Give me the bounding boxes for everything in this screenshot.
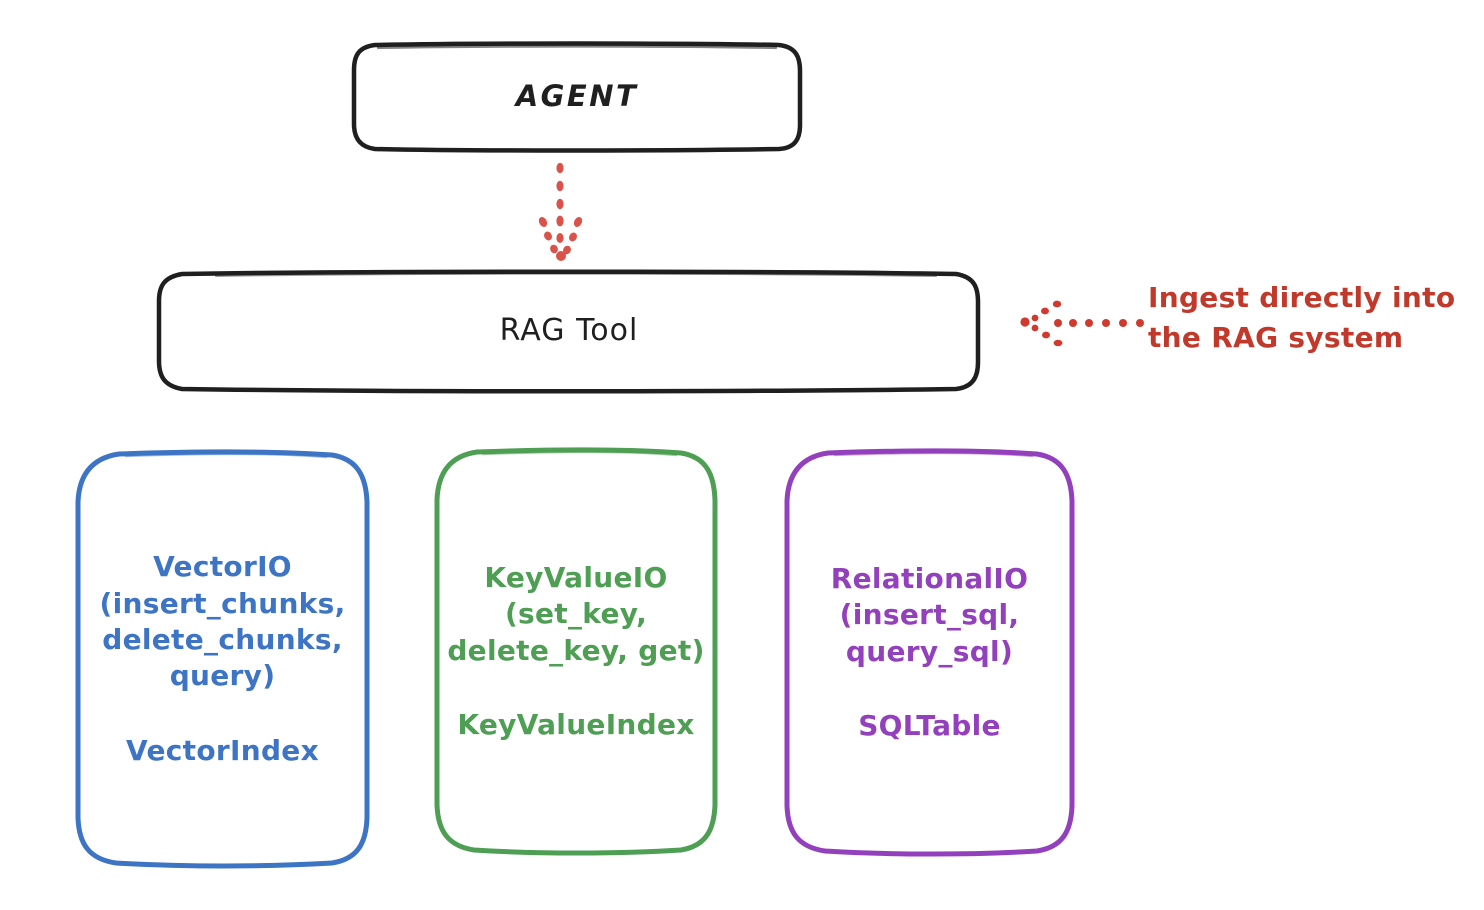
vector-io-sub-label: VectorIndex <box>126 733 319 767</box>
agent-label: AGENT <box>515 78 639 113</box>
annotation-ingest-text: Ingest directly into the RAG system <box>1148 281 1456 354</box>
key-value-io-sub-label: KeyValueIndex <box>457 708 695 742</box>
node-agent[interactable]: AGENT <box>351 41 803 153</box>
key-value-io-label: KeyValueIO (set_key, delete_key, get) <box>447 561 705 667</box>
node-relational-io[interactable]: RelationalIO (insert_sql, query_sql) SQL… <box>783 448 1076 857</box>
node-vector-io[interactable]: VectorIO (insert_chunks, delete_chunks, … <box>74 449 371 869</box>
node-key-value-io[interactable]: KeyValueIO (set_key, delete_key, get) Ke… <box>433 447 719 856</box>
node-rag-tool[interactable]: RAG Tool <box>156 269 982 394</box>
vector-io-label: VectorIO (insert_chunks, delete_chunks, … <box>99 550 346 693</box>
relational-io-sub-label: SQLTable <box>858 709 1001 743</box>
connector-ingest-arrow-icon <box>1020 300 1144 347</box>
relational-io-label: RelationalIO (insert_sql, query_sql) <box>830 562 1029 668</box>
rag-tool-label: RAG Tool <box>499 312 639 348</box>
connector-agent-to-rag-tool-icon <box>538 162 583 261</box>
